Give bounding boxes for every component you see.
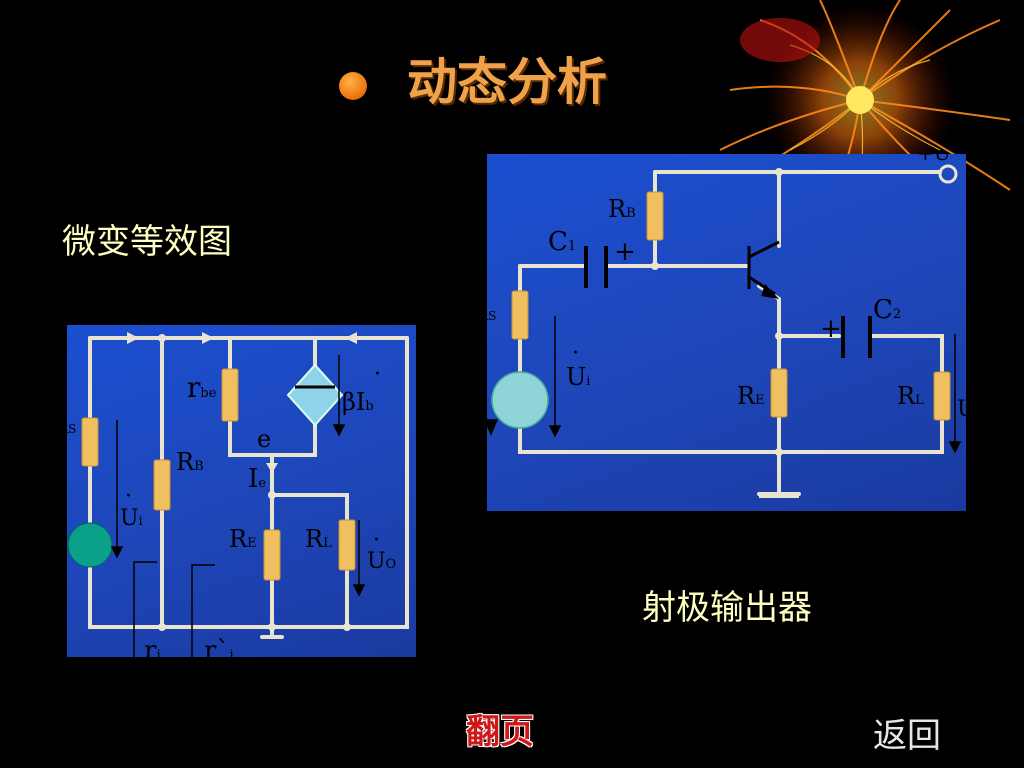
rs-resistor bbox=[81, 417, 99, 467]
ac-source-icon bbox=[491, 371, 549, 429]
vcc-label: +U bbox=[917, 154, 951, 165]
rs-label: RS bbox=[67, 414, 76, 438]
ie-label: Ie bbox=[248, 464, 266, 494]
ui-dot: · bbox=[572, 341, 579, 366]
emitter-follower-schematic: RB C1 + C2 + RS Ui · RE RL U +U bbox=[487, 154, 966, 511]
c2-plus: + bbox=[820, 314, 842, 344]
dependent-current-source-icon bbox=[286, 363, 344, 427]
ui-label: Ui bbox=[566, 363, 590, 391]
ui-label: Ui bbox=[120, 506, 143, 531]
slide-title: 动态分析 bbox=[407, 53, 607, 111]
uo-label: U bbox=[957, 397, 966, 422]
equivalent-circuit-diagram: rbe βIb · e Ie RB RE RL RS Ui · UO · ri … bbox=[67, 325, 416, 657]
c1-plus: + bbox=[614, 237, 636, 267]
ri-label: ri bbox=[144, 636, 161, 657]
rs-resistor bbox=[511, 290, 529, 340]
small-signal-equivalent-label: 微变等效图 bbox=[62, 222, 232, 262]
c2-label: C2 bbox=[873, 295, 901, 325]
rl-resistor bbox=[338, 519, 356, 571]
uo-label: UO bbox=[367, 549, 396, 574]
uo-dot: · bbox=[373, 528, 380, 553]
ri-prime-label: r`i bbox=[204, 636, 234, 657]
rb-label: RB bbox=[176, 448, 204, 476]
re-label: RE bbox=[737, 382, 765, 410]
beta-ib-dot: · bbox=[374, 362, 381, 387]
back-button[interactable]: 返回 bbox=[873, 716, 941, 756]
rl-label: RL bbox=[305, 525, 332, 553]
re-resistor bbox=[263, 529, 281, 581]
title-bullet-icon bbox=[339, 72, 367, 100]
rl-resistor bbox=[933, 371, 951, 421]
emitter-follower-caption: 射极输出器 bbox=[642, 588, 812, 628]
rb-label: RB bbox=[608, 195, 636, 223]
rl-label: RL bbox=[897, 382, 924, 410]
c1-label: C1 bbox=[548, 227, 576, 257]
rbe-label: rbe bbox=[187, 371, 217, 404]
re-label: RE bbox=[229, 525, 257, 553]
rb-resistor bbox=[153, 459, 171, 511]
beta-ib-label: βIb bbox=[342, 388, 374, 416]
flip-page-button[interactable]: 翻页 bbox=[466, 712, 534, 752]
rs-label: RS bbox=[487, 301, 496, 325]
re-resistor bbox=[770, 368, 788, 418]
ui-dot: · bbox=[125, 484, 132, 509]
ac-source-icon bbox=[67, 522, 113, 568]
rb-resistor bbox=[646, 191, 664, 241]
rbe-resistor bbox=[221, 368, 239, 422]
transistor-icon bbox=[747, 240, 780, 296]
e-node-label: e bbox=[257, 425, 271, 453]
